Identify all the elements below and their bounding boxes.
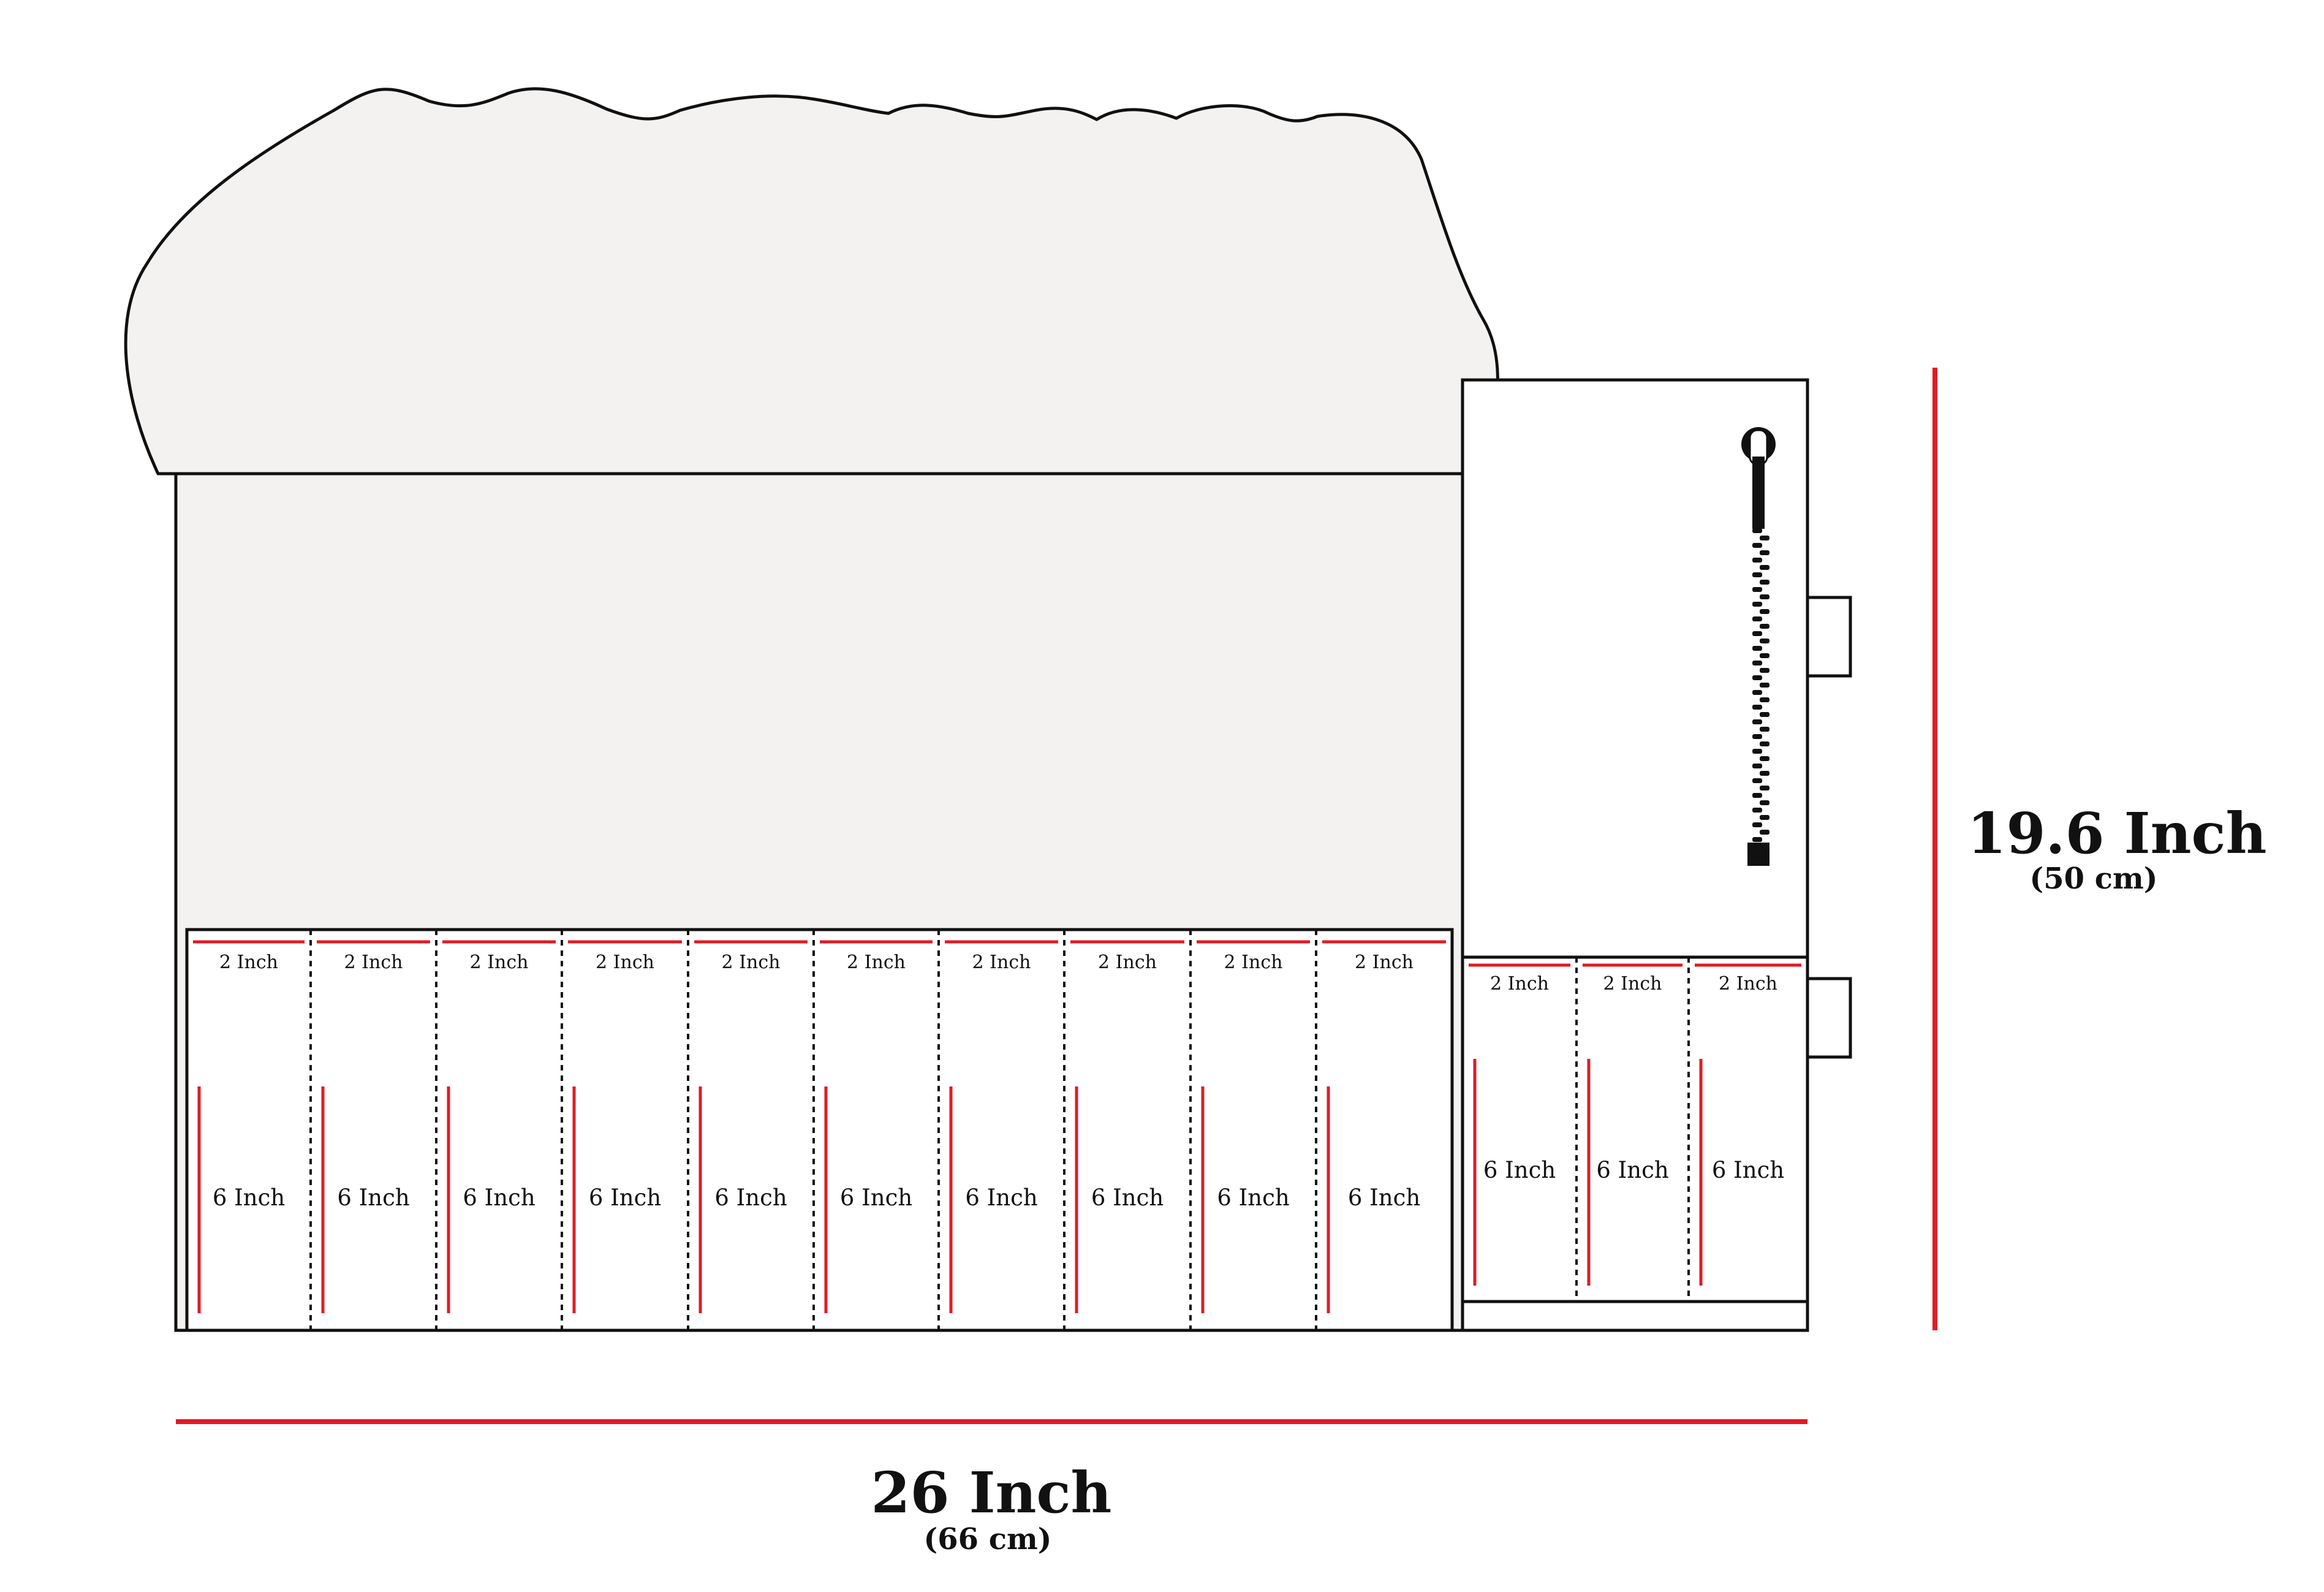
zipper-icon (1741, 427, 1776, 866)
width-dimension-label: 26 Inch (871, 1460, 1112, 1526)
zipper-tooth (1760, 800, 1769, 805)
width-dimension-sublabel: (66 cm) (924, 1522, 1052, 1556)
right-pocket-height-label: 6 Inch (1596, 1157, 1668, 1183)
right-pockets: 2 Inch 6 Inch 2 Inch 6 Inch 2 Inch 6 Inch (1469, 957, 1801, 1302)
zipper-tooth (1752, 705, 1762, 710)
zipper-tooth (1752, 587, 1762, 592)
zipper-tooth (1752, 675, 1762, 680)
right-pocket-width-label: 2 Inch (1603, 973, 1662, 995)
left-pocket-width-label: 2 Inch (847, 952, 906, 973)
left-pocket-width-label: 2 Inch (596, 952, 654, 973)
zipper-tooth (1760, 565, 1769, 570)
zipper-tooth (1760, 550, 1769, 555)
zipper-tooth (1752, 572, 1762, 577)
zipper-tooth (1752, 793, 1762, 798)
left-pocket-height-label: 6 Inch (1348, 1185, 1420, 1211)
left-pocket-height-label: 6 Inch (213, 1185, 285, 1211)
zipper-tooth (1760, 815, 1769, 820)
zipper-tooth (1760, 653, 1769, 658)
height-dimension-label: 19.6 Inch (1967, 800, 2267, 866)
right-pocket-height-label: 6 Inch (1712, 1157, 1784, 1183)
height-dimension-sublabel: (50 cm) (2030, 862, 2158, 896)
zipper-tooth (1760, 712, 1769, 717)
zipper-tooth (1760, 624, 1769, 629)
zipper-tooth (1752, 528, 1762, 533)
zipper-tooth (1752, 646, 1762, 651)
left-pocket-height-label: 6 Inch (714, 1185, 787, 1211)
zipper-tooth (1752, 778, 1762, 783)
left-pocket-height-label: 6 Inch (1091, 1185, 1164, 1211)
left-pocket-width-label: 2 Inch (219, 952, 278, 973)
left-pocket-width-label: 2 Inch (1355, 952, 1414, 973)
zipper-tooth (1760, 727, 1769, 732)
left-pocket-height-label: 6 Inch (840, 1185, 912, 1211)
zipper-tooth (1752, 719, 1762, 724)
zipper-tooth (1752, 764, 1762, 768)
zipper-tooth (1752, 749, 1762, 754)
left-pocket-height-label: 6 Inch (1217, 1185, 1289, 1211)
top-flap (124, 87, 1499, 476)
zipper-tooth (1760, 594, 1769, 599)
zipper-tooth (1760, 697, 1769, 702)
strap-upper (1806, 596, 1852, 678)
zipper-tooth (1760, 580, 1769, 585)
left-pockets: 2 Inch 6 Inch 2 Inch 6 Inch 2 Inch 6 Inch 2 In… (193, 930, 1446, 1330)
left-pocket-width-label: 2 Inch (344, 952, 403, 973)
zipper-tooth (1760, 668, 1769, 673)
zipper-tooth (1752, 808, 1762, 813)
zipper-tooth (1760, 683, 1769, 688)
zipper-tooth (1760, 830, 1769, 835)
left-pocket-height-label: 6 Inch (463, 1185, 535, 1211)
left-pocket-height-label: 6 Inch (337, 1185, 409, 1211)
zipper-tooth (1752, 690, 1762, 695)
right-pocket-block (1461, 955, 1809, 1303)
zipper-tooth (1760, 536, 1769, 540)
left-pocket-width-label: 2 Inch (1098, 952, 1157, 973)
zipper-tooth (1760, 786, 1769, 790)
right-pocket-width-label: 2 Inch (1490, 973, 1549, 995)
left-pocket-height-label: 6 Inch (589, 1185, 661, 1211)
left-pocket-height-label: 6 Inch (965, 1185, 1037, 1211)
zipper-tooth (1760, 639, 1769, 643)
zipper-tooth (1752, 543, 1762, 548)
zipper-tooth (1760, 609, 1769, 614)
left-pocket-width-label: 2 Inch (972, 952, 1031, 973)
left-pocket-width-label: 2 Inch (1224, 952, 1283, 973)
zipper-tooth (1752, 661, 1762, 665)
zipper-tooth (1752, 602, 1762, 607)
zipper-tooth (1752, 734, 1762, 739)
zipper-tooth (1752, 837, 1762, 842)
zipper-tooth (1760, 756, 1769, 761)
left-pocket-width-label: 2 Inch (722, 952, 781, 973)
zipper-tooth (1752, 822, 1762, 827)
strap-lower (1806, 977, 1852, 1059)
zipper-tooth (1760, 741, 1769, 746)
zipper-tooth (1752, 558, 1762, 563)
zipper-tooth (1752, 616, 1762, 621)
right-pocket-height-label: 6 Inch (1483, 1157, 1556, 1183)
zipper-tooth (1752, 631, 1762, 636)
left-pocket-block (185, 928, 1454, 1332)
zipper-tooth (1760, 771, 1769, 776)
right-pocket-width-label: 2 Inch (1719, 973, 1777, 995)
left-pocket-width-label: 2 Inch (470, 952, 529, 973)
